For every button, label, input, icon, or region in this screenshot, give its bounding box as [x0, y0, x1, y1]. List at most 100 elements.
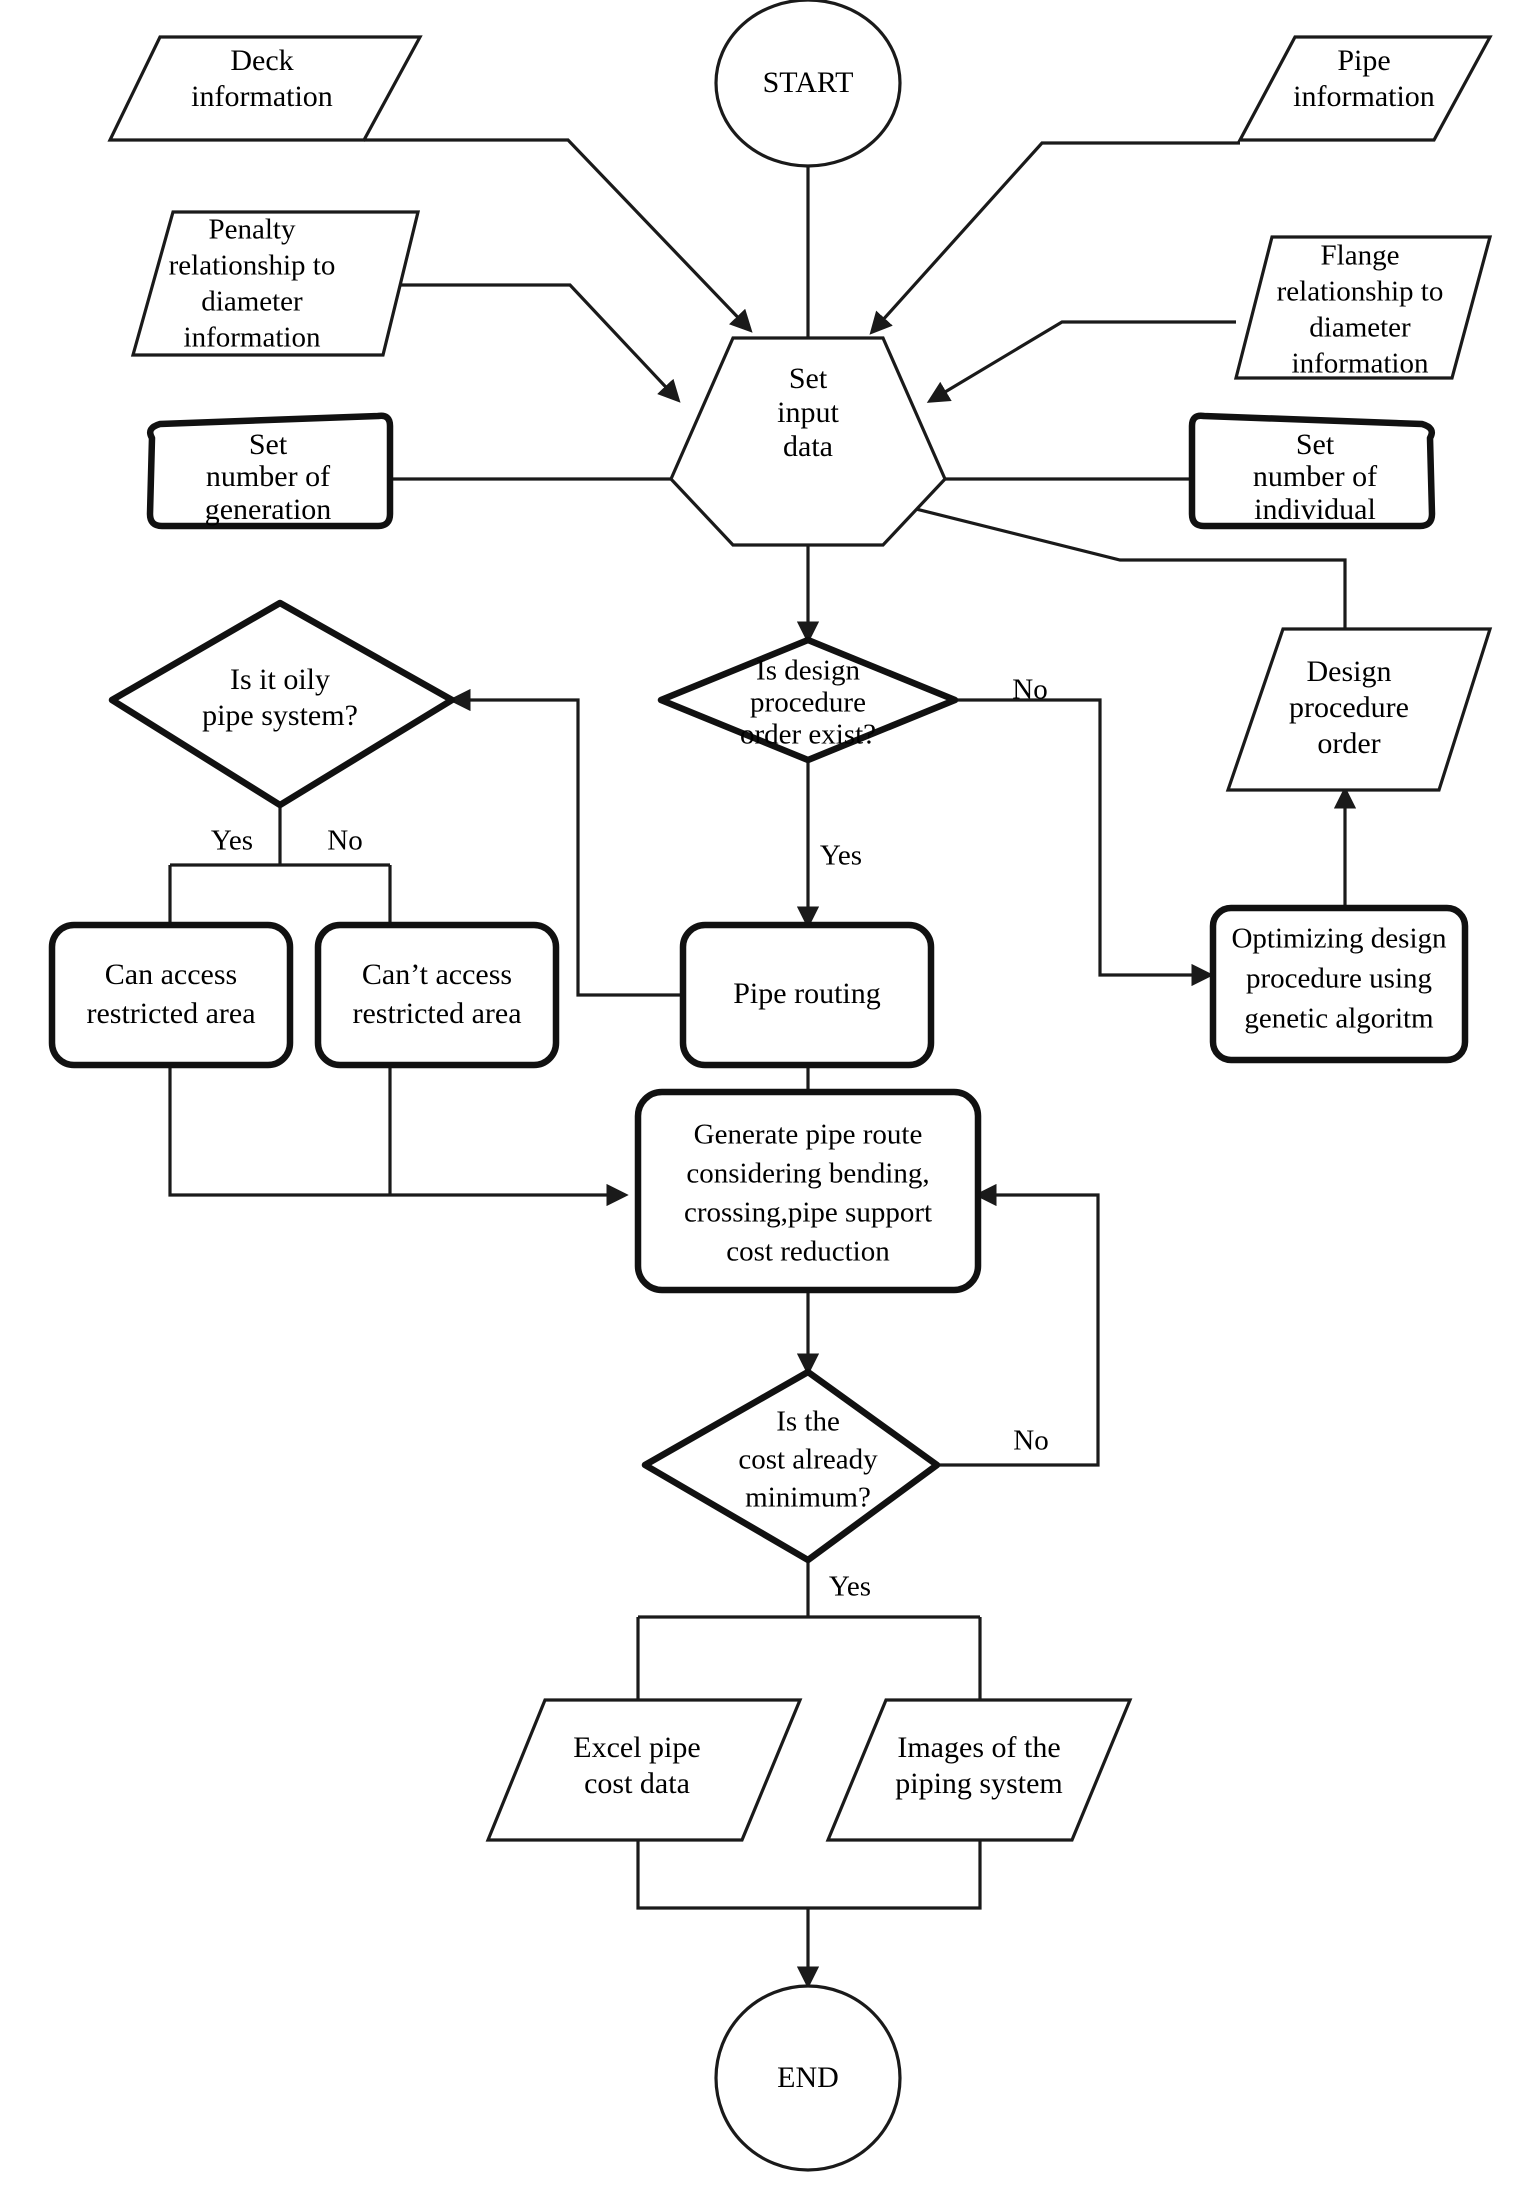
node-excel-pipe-cost-data[interactable]: Excel pipe cost data — [485, 1698, 803, 1842]
deck-information-shape — [107, 35, 423, 142]
excel-line1: Excel pipe — [573, 1731, 700, 1764]
generate-line1: Generate pipe route — [694, 1119, 923, 1151]
start-label: START — [763, 66, 854, 99]
cant-access-line2: restricted area — [352, 997, 521, 1030]
node-cant-access-restricted-area[interactable]: Can’t access restricted area — [314, 921, 560, 1069]
node-set-input-data[interactable]: Set input data — [669, 336, 947, 547]
node-flange-information[interactable]: Flange relationship to diameter informat… — [1233, 235, 1493, 380]
deck-information-line1: Deck — [230, 44, 293, 77]
is-design-line2: procedure — [750, 687, 866, 719]
can-access-shape — [48, 921, 294, 1069]
label-oily-yes: Yes — [211, 825, 253, 857]
is-oily-shape — [108, 599, 456, 809]
cant-access-line1: Can’t access — [362, 958, 512, 991]
penalty-line1: Penalty — [209, 214, 296, 246]
optimizing-line3: genetic algoritm — [1244, 1003, 1434, 1035]
deck-information-line2: information — [191, 80, 333, 113]
is-cost-line3: minimum? — [745, 1482, 871, 1514]
end-label: END — [777, 2061, 839, 2094]
label-cost-no: No — [1013, 1425, 1048, 1457]
connectors — [168, 138, 1357, 1989]
node-is-cost-already-minimum[interactable]: Is the cost already minimum? — [641, 1368, 941, 1564]
set-generation-line1: Set — [249, 428, 288, 461]
generate-line4: cost reduction — [726, 1236, 890, 1268]
optimizing-shape — [1209, 904, 1469, 1064]
end-ellipse — [714, 1984, 902, 2172]
edge-piperouting-to-isoily — [448, 688, 685, 997]
node-start[interactable]: START — [714, 0, 902, 168]
optimizing-line2: procedure using — [1246, 963, 1432, 995]
pipe-routing-shape — [679, 921, 935, 1069]
start-ellipse — [714, 0, 902, 168]
node-pipe-information[interactable]: Pipe information — [1237, 35, 1493, 142]
pipe-routing-line1: Pipe routing — [733, 977, 881, 1010]
set-individual-line2: number of — [1253, 460, 1377, 493]
set-input-line3: data — [783, 430, 833, 463]
node-deck-information[interactable]: Deck information — [107, 35, 423, 142]
node-images-of-piping-system[interactable]: Images of the piping system — [825, 1698, 1133, 1842]
pipe-information-shape — [1237, 35, 1493, 142]
set-generation-line2: number of — [206, 460, 330, 493]
design-order-shape — [1225, 627, 1493, 792]
label-oily-no: No — [327, 825, 362, 857]
is-design-line1: Is design — [756, 655, 860, 687]
label-design-no: No — [1012, 674, 1047, 706]
node-set-number-of-generation[interactable]: Set number of generation — [146, 412, 394, 530]
cant-access-shape — [314, 921, 560, 1069]
node-pipe-routing[interactable]: Pipe routing — [679, 921, 935, 1069]
node-optimizing-design-procedure[interactable]: Optimizing design procedure using geneti… — [1209, 904, 1469, 1064]
set-individual-line1: Set — [1296, 428, 1335, 461]
is-design-line3: order exist? — [740, 719, 876, 751]
node-set-number-of-individual[interactable]: Set number of individual — [1188, 412, 1436, 530]
node-can-access-restricted-area[interactable]: Can access restricted area — [48, 921, 294, 1069]
flange-information-shape — [1233, 235, 1493, 380]
node-generate-pipe-route[interactable]: Generate pipe route considering bending,… — [634, 1088, 982, 1294]
edge-pipeinfo-to-setinput — [869, 141, 1240, 335]
set-individual-line3: individual — [1254, 493, 1376, 526]
edge-deck-to-setinput — [364, 138, 753, 333]
edge-iscost-no-to-generate — [937, 1183, 1100, 1467]
node-end[interactable]: END — [714, 1984, 902, 2172]
set-input-data-shape — [669, 336, 947, 547]
node-is-design-procedure-order-exist[interactable]: Is design procedure order exist? — [657, 636, 959, 764]
generate-line2: considering bending, — [686, 1158, 929, 1190]
is-design-shape — [657, 636, 959, 764]
node-penalty-information[interactable]: Penalty relationship to diameter informa… — [130, 210, 421, 357]
set-generation-line3: generation — [205, 493, 332, 526]
flange-line3: diameter — [1309, 312, 1411, 344]
excel-output-shape — [485, 1698, 803, 1842]
penalty-line3: diameter — [201, 286, 303, 318]
label-cost-yes: Yes — [829, 1571, 871, 1603]
edge-designorder-to-setinput — [876, 493, 1347, 629]
generate-line3: crossing,pipe support — [684, 1197, 932, 1229]
set-individual-shape — [1188, 412, 1436, 530]
is-cost-shape — [641, 1368, 941, 1564]
edge-canaccess-to-generate — [168, 1065, 629, 1207]
flange-line2: relationship to — [1277, 276, 1444, 308]
node-is-oily-pipe-system[interactable]: Is it oily pipe system? — [108, 599, 456, 809]
can-access-line2: restricted area — [86, 997, 255, 1030]
flange-line4: information — [1292, 348, 1429, 380]
images-line2: piping system — [895, 1767, 1063, 1800]
is-cost-line2: cost already — [738, 1444, 878, 1476]
flange-line1: Flange — [1321, 240, 1400, 272]
penalty-line4: information — [184, 322, 321, 354]
edge-isdesign-no-to-optimizing — [955, 698, 1214, 987]
images-output-shape — [825, 1698, 1133, 1842]
set-input-line1: Set — [789, 362, 828, 395]
images-line1: Images of the — [897, 1731, 1060, 1764]
is-cost-line1: Is the — [776, 1406, 840, 1438]
optimizing-line1: Optimizing design — [1231, 923, 1447, 955]
penalty-information-shape — [130, 210, 421, 357]
node-design-procedure-order[interactable]: Design procedure order — [1225, 627, 1493, 792]
edge-labels: Yes No No Yes No Yes — [211, 674, 1049, 1603]
pipe-information-line2: information — [1293, 80, 1435, 113]
is-oily-line2: pipe system? — [202, 699, 358, 732]
design-order-line3: order — [1317, 727, 1380, 760]
is-oily-line1: Is it oily — [230, 663, 330, 696]
set-input-line2: input — [777, 396, 839, 429]
edge-penalty-to-setinput — [383, 283, 681, 403]
design-order-line1: Design — [1307, 655, 1392, 688]
edge-flange-to-setinput — [926, 320, 1236, 403]
